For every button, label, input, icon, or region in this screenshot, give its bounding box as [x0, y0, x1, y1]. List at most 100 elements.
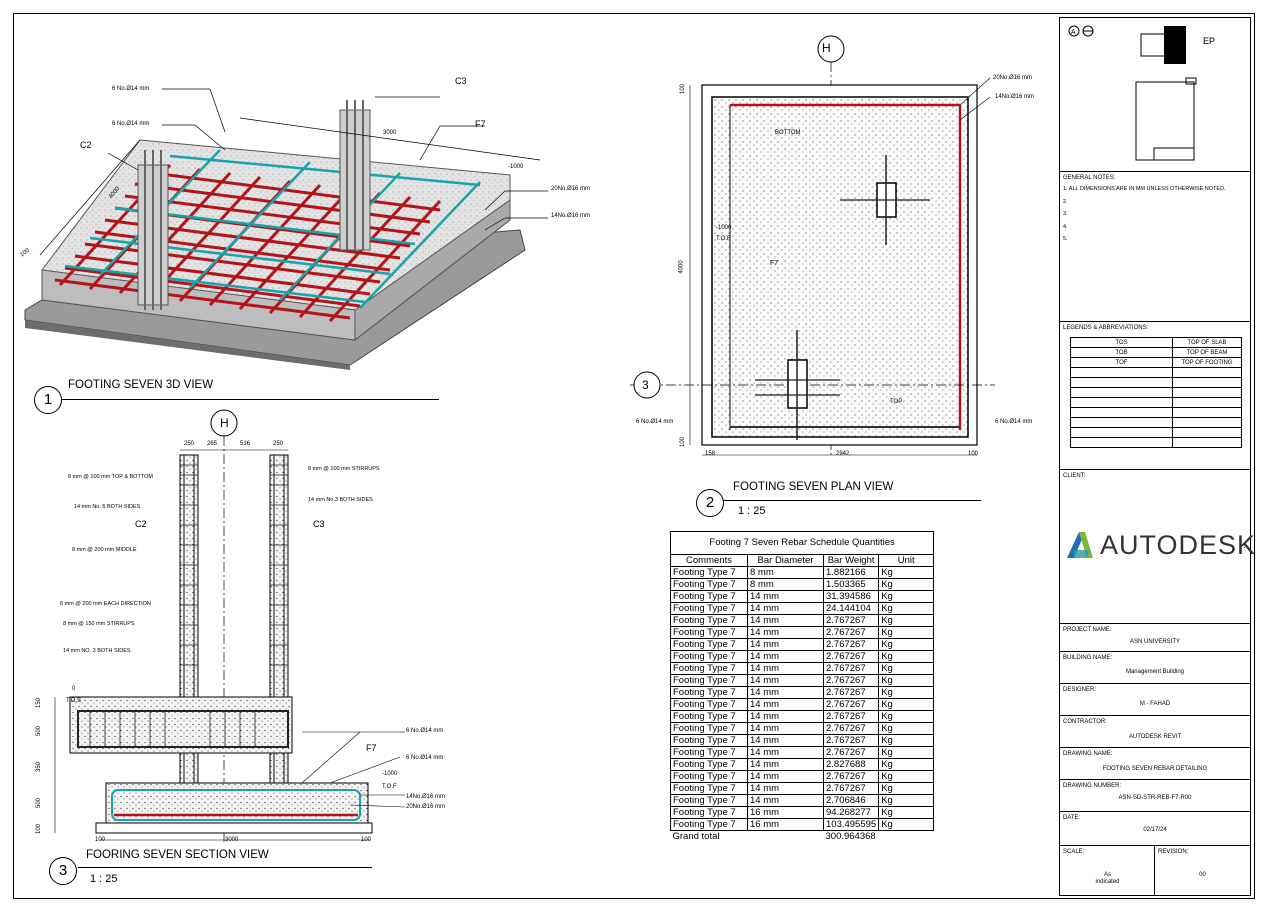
plan-label-bars-r2: 14No.Ø16 mm [995, 94, 1035, 100]
plan-label-level: -1000 [716, 225, 732, 231]
client-section: CLIENT: AUTODESK . [1060, 470, 1255, 624]
schedule-cell: 94.268277 [822, 806, 880, 819]
section-note-4: 8 mm @ 200 mm EACH DIRECTION [60, 601, 151, 607]
ep-label: EP [1203, 36, 1216, 46]
label-3d-level: -1000 [508, 164, 524, 170]
contractor-value: AUTODESK REVIT [1128, 734, 1182, 740]
schedule-cell: 14 mm [747, 662, 824, 675]
schedule-cell: 14 mm [747, 638, 824, 651]
section-label-c3: C3 [313, 519, 325, 529]
schedule-cell: Kg [878, 578, 935, 591]
schedule-cell: 1.882166 [822, 566, 880, 579]
schedule-cell: Footing Type 7 [670, 662, 748, 675]
drawing-number-label: DRAWING NUMBER: [1063, 783, 1122, 789]
tie-beam-section [69, 696, 293, 754]
label-3d-bars-top1: 6 No.Ø14 mm [112, 86, 150, 92]
schedule-cell: Kg [878, 722, 935, 735]
schedule-cell: 2.767267 [822, 686, 880, 699]
svg-text:A: A [1071, 29, 1076, 36]
label-3d-f7: F7 [475, 119, 486, 129]
label-3d-c3: C3 [455, 76, 467, 86]
schedule-cell: Footing Type 7 [670, 614, 748, 627]
section-label-c2: C2 [135, 519, 147, 529]
plan-label-bars-l: 6 No.Ø14 mm [636, 419, 674, 425]
schedule-cell: 14 mm [747, 794, 824, 807]
view-number-2: 2 [696, 489, 724, 517]
schedule-cell: 14 mm [747, 698, 824, 711]
schedule-cell: Kg [878, 770, 935, 783]
schedule-cell: Kg [878, 662, 935, 675]
plan-label-tof: T.O.F [716, 236, 731, 242]
plan-grid-3: 3 [642, 378, 649, 392]
building-name-value: Management Building [1125, 669, 1185, 675]
drawing-name-section: DRAWING NAME: FOOTING SEVEN REBAR DETAIL… [1060, 748, 1250, 780]
schedule-cell: 16 mm [747, 806, 824, 819]
section-note-7: 8 mm @ 100 mm STIRRUPS [308, 466, 380, 472]
section-dim-500a: 500 [36, 725, 43, 737]
schedule-cell: 14 mm [747, 710, 824, 723]
schedule-cell: 2.767267 [822, 782, 880, 795]
label-3d-dim-3000: 3000 [383, 130, 397, 136]
schedule-cell: Footing Type 7 [670, 650, 748, 663]
general-notes-label: GENERAL NOTES: [1063, 175, 1116, 181]
label-3d-bars-top2: 6 No.Ø14 mm [112, 121, 150, 127]
plan-dim-100a: 100 [680, 83, 687, 95]
schedule-cell: 103.495595 [822, 818, 880, 831]
legend-meaning: TOP OF SLAB [1172, 337, 1242, 348]
schedule-cell: 14 mm [747, 674, 824, 687]
section-dim-b100a: 100 [95, 837, 106, 843]
section-note-2: 14 mm No. 5 BOTH SIDES [74, 504, 141, 510]
schedule-cell: 2.767267 [822, 722, 880, 735]
schedule-cell: Footing Type 7 [670, 710, 748, 723]
schedule-title: Footing 7 Seven Rebar Schedule Quantitie… [669, 531, 935, 555]
general-note-3: 3. [1063, 211, 1068, 217]
schedule-cell: 2.767267 [822, 674, 880, 687]
contractor-label: CONTRACTOR: [1063, 719, 1107, 725]
section-label-tof: T.O.F [382, 784, 397, 790]
schedule-cell: Footing Type 7 [670, 686, 748, 699]
drawing-number-value: ASN-SD-STR-REB-F7-R00 [1118, 795, 1192, 801]
general-note-1: 1. ALL DIMENSIONS ARE IN MM UNLESS OTHER… [1063, 186, 1226, 192]
schedule-cell: 2.706846 [822, 794, 880, 807]
footing-plan-outline [711, 96, 969, 438]
plan-grid-h: H [822, 41, 831, 55]
section-note-1: 8 mm @ 100 mm TOP & BOTTOM [68, 474, 153, 480]
section-note-6: 14 mm NO. 3 BOTH SIDES [63, 648, 131, 654]
schedule-cell: 14 mm [747, 734, 824, 747]
view-title-underline [723, 500, 981, 501]
schedule-cell: Footing Type 7 [670, 806, 748, 819]
scale-value-1: As [1103, 872, 1111, 878]
schedule-cell: Footing Type 7 [670, 638, 748, 651]
schedule-cell: Kg [878, 686, 935, 699]
footing-section-view-drawing [54, 409, 406, 845]
project-name-value: ASN UNIVERSITY [1129, 639, 1180, 645]
grand-total-value: 300.964368 [825, 831, 876, 842]
section-dim-100: 100 [36, 823, 43, 835]
drawing-name-value: FOOTING SEVEN REBAR DETAILING [1102, 766, 1208, 772]
column-c2-3d [137, 150, 169, 310]
schedule-cell: Kg [878, 650, 935, 663]
designer-value: M - FAHAD [1139, 701, 1171, 707]
schedule-cell: Footing Type 7 [670, 770, 748, 783]
schedule-cell: 8 mm [747, 578, 824, 591]
plan-label-bars-r1: 20No.Ø16 mm [993, 75, 1033, 81]
schedule-cell: Kg [878, 626, 935, 639]
section-label-bars4: 20No.Ø16 mm [406, 804, 446, 810]
footing-plan-view-drawing [630, 35, 995, 456]
schedule-cell: 16 mm [747, 818, 824, 831]
view-title-underline [78, 867, 372, 868]
legend-abbr: TOB [1070, 347, 1173, 358]
schedule-cell: Footing Type 7 [670, 734, 748, 747]
schedule-cell: 14 mm [747, 602, 824, 615]
section-dim-350: 350 [36, 761, 43, 773]
general-note-4: 4. [1063, 224, 1068, 230]
revision-section: REVISION: 00 [1155, 846, 1250, 895]
key-plan-icon: A [1068, 25, 1197, 161]
plan-dim-2942: 2942 [836, 451, 850, 457]
